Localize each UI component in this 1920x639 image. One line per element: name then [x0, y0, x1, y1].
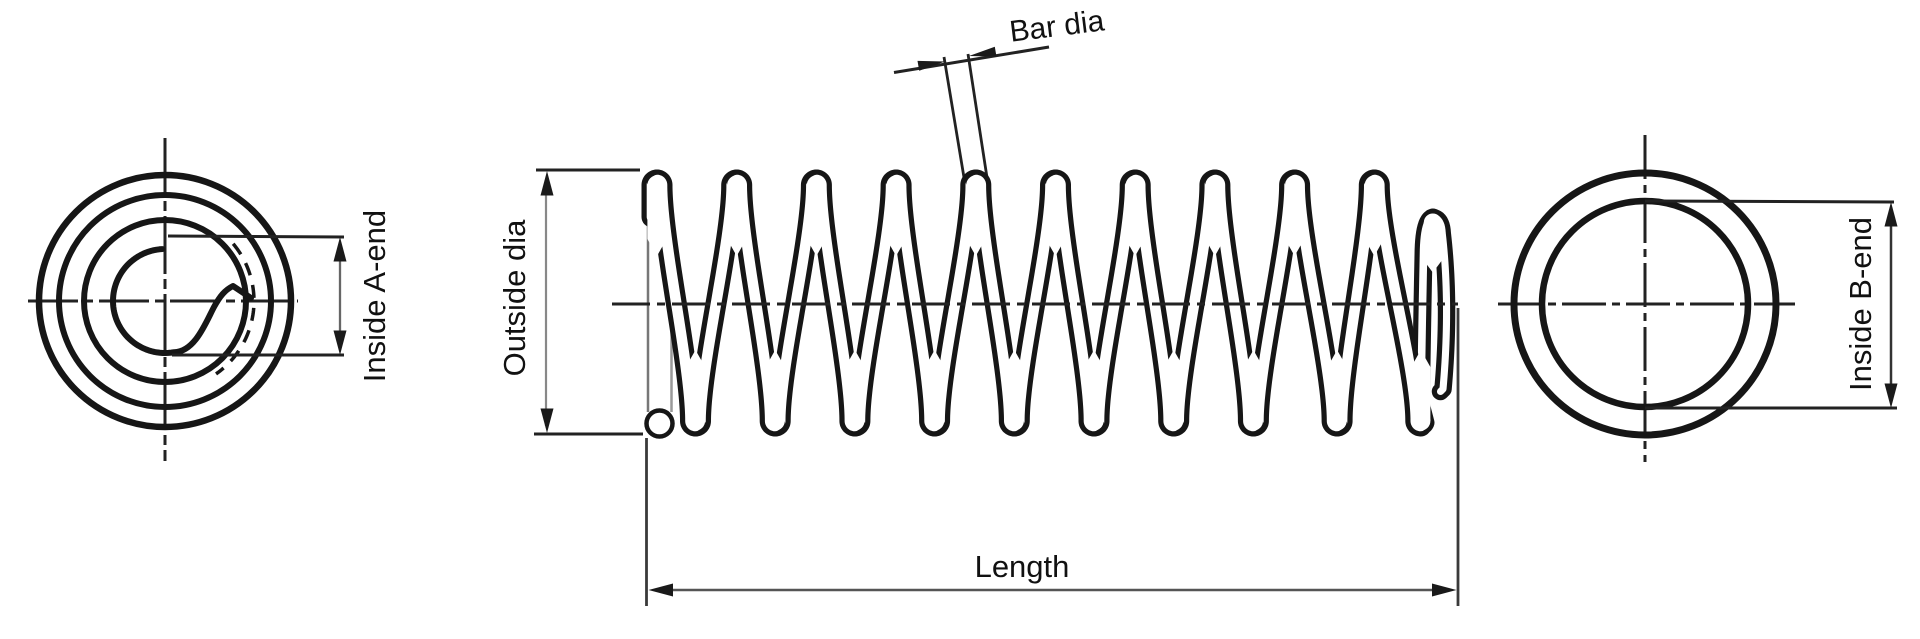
- svg-text:Outside dia: Outside dia: [497, 219, 532, 377]
- svg-text:Inside B-end: Inside B-end: [1843, 217, 1878, 391]
- svg-text:Length: Length: [975, 549, 1070, 584]
- svg-text:Inside A-end: Inside A-end: [357, 210, 392, 382]
